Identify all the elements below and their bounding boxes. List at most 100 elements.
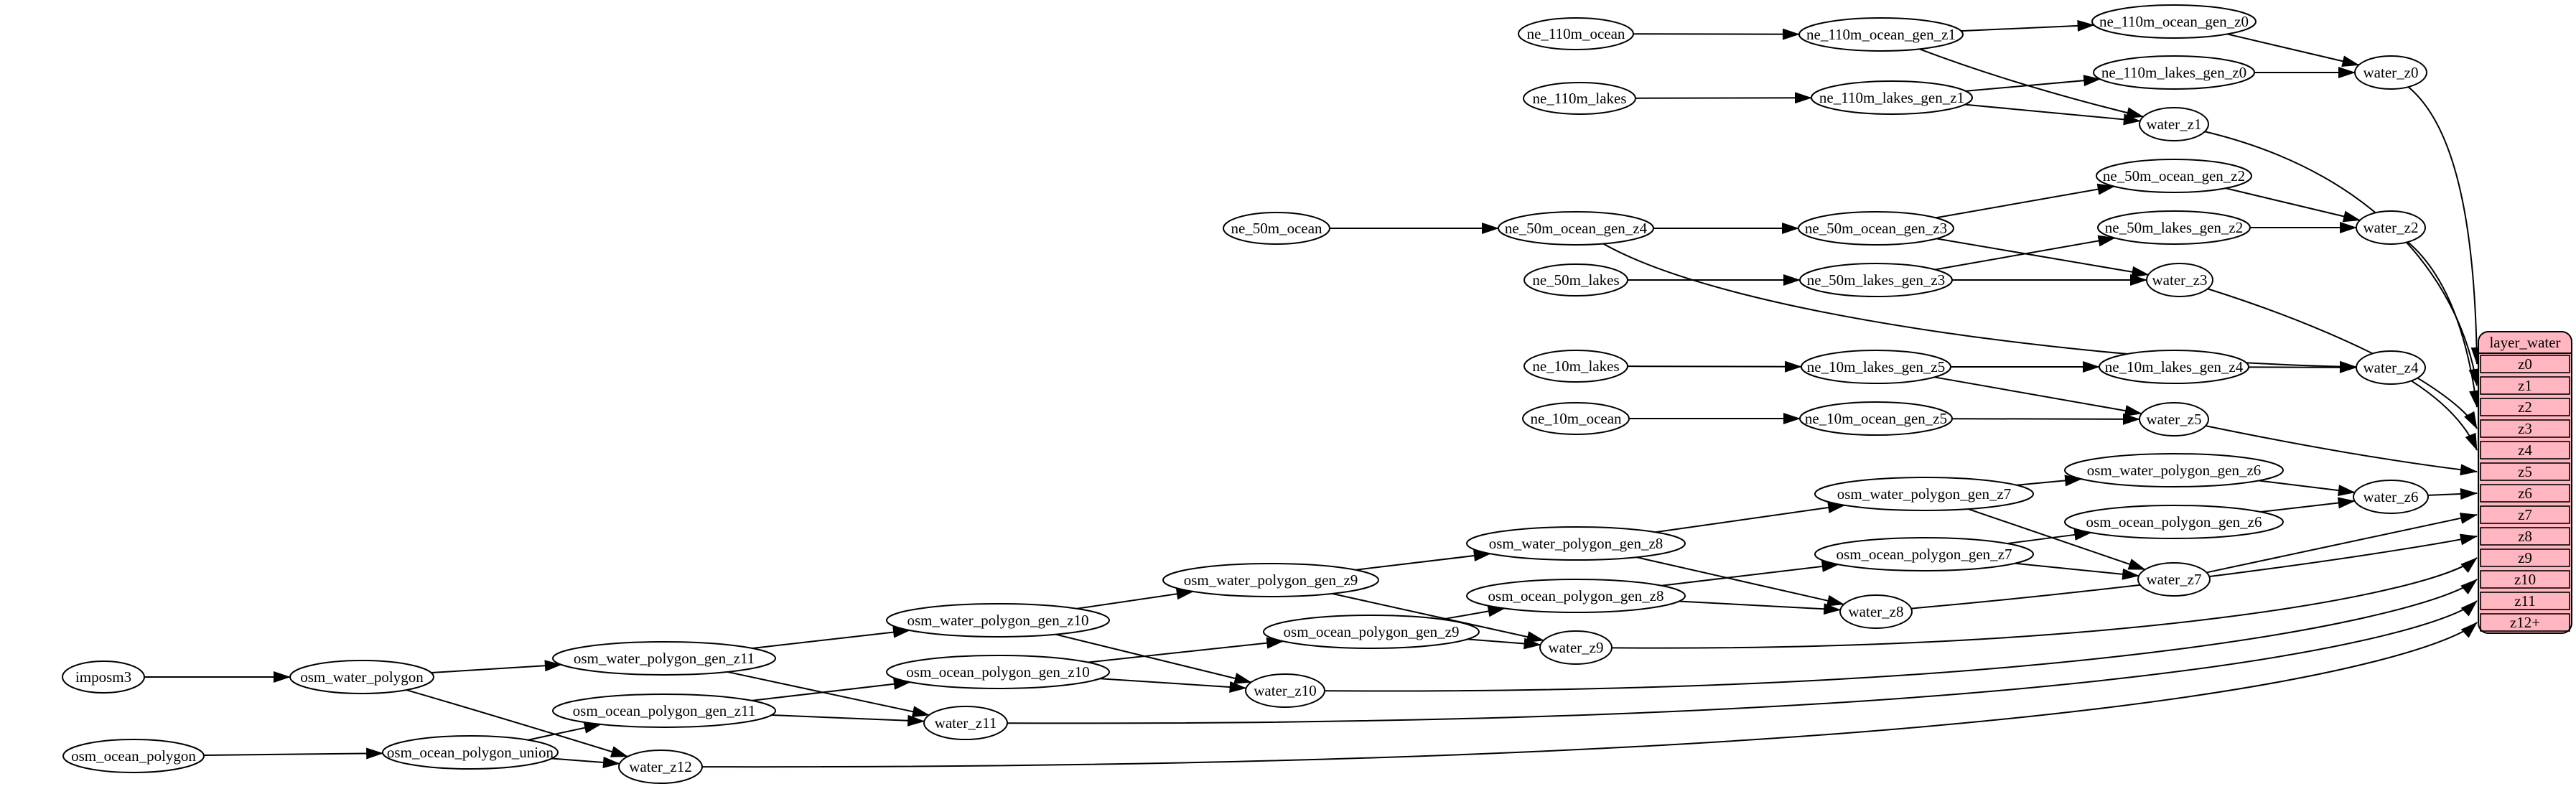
edge-osm_water_polygon_gen_z6-to-water_z6 bbox=[2259, 480, 2356, 497]
node-label-ne_10m_ocean_gen_z5: ne_10m_ocean_gen_z5 bbox=[1805, 410, 1947, 427]
node-ellipse-ne_110m_ocean_gen_z0 bbox=[2091, 4, 2257, 39]
edge-water_z0-to-layer-water-z0 bbox=[2407, 86, 2483, 365]
edge-osm_ocean_polygon-to-osm_ocean_polygon_union bbox=[203, 747, 384, 760]
edge-osm_water_polygon_gen_z9-to-osm_water_polygon_gen_z8 bbox=[1355, 550, 1491, 571]
node-label-osm_water_polygon_gen_z11: osm_water_polygon_gen_z11 bbox=[574, 650, 755, 667]
edge-osm_water_polygon_gen_z10-to-osm_water_polygon_gen_z9 bbox=[1076, 588, 1194, 610]
node-ne_50m_ocean_gen_z4: ne_50m_ocean_gen_z4 bbox=[1498, 211, 1654, 246]
node-ellipse-ne_50m_lakes_gen_z2 bbox=[2097, 210, 2251, 245]
edge-osm_water_polygon_gen_z11-to-osm_water_polygon_gen_z10 bbox=[752, 626, 911, 649]
node-ellipse-ne_50m_ocean bbox=[1223, 212, 1330, 245]
node-osm_ocean_polygon_gen_z9: osm_ocean_polygon_gen_z9 bbox=[1263, 615, 1480, 649]
node-ne_50m_lakes_gen_z3: ne_50m_lakes_gen_z3 bbox=[1799, 263, 1953, 297]
node-ne_50m_lakes: ne_50m_lakes bbox=[1523, 263, 1628, 297]
edge-water_z9-to-layer-water-z9 bbox=[1611, 557, 2478, 649]
edge-ne_110m_lakes_gen_z1-to-ne_110m_lakes_gen_z0 bbox=[1965, 75, 2101, 92]
edge-osm_water_polygon-to-osm_water_polygon_gen_z11 bbox=[431, 660, 562, 674]
edge-osm_ocean_polygon_gen_z11-to-water_z11 bbox=[771, 714, 925, 727]
node-label-water_z3: water_z3 bbox=[2152, 271, 2208, 289]
node-ne_50m_ocean_gen_z3: ne_50m_ocean_gen_z3 bbox=[1798, 211, 1954, 246]
node-ne_110m_lakes: ne_110m_lakes bbox=[1523, 82, 1636, 115]
node-ellipse-osm_ocean_polygon_gen_z8 bbox=[1466, 579, 1686, 613]
node-label-osm_ocean_polygon_gen_z10: osm_ocean_polygon_gen_z10 bbox=[906, 663, 1089, 681]
node-ellipse-osm_ocean_polygon_gen_z10 bbox=[886, 655, 1110, 689]
node-label-ne_50m_ocean_gen_z3: ne_50m_ocean_gen_z3 bbox=[1805, 220, 1947, 237]
node-ellipse-osm_ocean_polygon_gen_z6 bbox=[2064, 505, 2284, 539]
layer-water-row-label-z3: z3 bbox=[2518, 420, 2532, 437]
node-label-ne_10m_lakes: ne_10m_lakes bbox=[1532, 358, 1619, 375]
edge-osm_ocean_polygon_union-to-osm_ocean_polygon_gen_z11 bbox=[528, 722, 602, 741]
node-osm_water_polygon_gen_z9: osm_water_polygon_gen_z9 bbox=[1162, 563, 1379, 597]
node-ellipse-water_z1 bbox=[2139, 107, 2209, 141]
node-imposm3: imposm3 bbox=[62, 660, 145, 694]
node-label-water_z2: water_z2 bbox=[2363, 219, 2419, 236]
node-ellipse-ne_10m_ocean_gen_z5 bbox=[1799, 401, 1953, 436]
node-ellipse-osm_water_polygon_gen_z10 bbox=[886, 603, 1110, 638]
node-ellipse-ne_50m_ocean_gen_z3 bbox=[1798, 211, 1954, 246]
edge-ne_10m_lakes_gen_z5-to-water_z5 bbox=[1934, 376, 2142, 416]
edge-water_z3-to-layer-water-z3 bbox=[2207, 288, 2478, 429]
edge-osm_water_polygon_gen_z8-to-water_z8 bbox=[1636, 556, 1845, 607]
layer-water-row-label-z1: z1 bbox=[2518, 377, 2532, 394]
node-ellipse-water_z4 bbox=[2356, 350, 2426, 385]
node-ellipse-water_z3 bbox=[2146, 263, 2213, 297]
node-ellipse-water_z0 bbox=[2354, 55, 2427, 90]
layer-water-table-outline bbox=[2478, 331, 2572, 634]
node-osm_ocean_polygon_gen_z10: osm_ocean_polygon_gen_z10 bbox=[886, 655, 1110, 689]
node-label-water_z12: water_z12 bbox=[629, 758, 691, 775]
node-water_z10: water_z10 bbox=[1245, 673, 1325, 708]
node-ellipse-imposm3 bbox=[62, 660, 145, 694]
node-label-ne_10m_lakes_gen_z5: ne_10m_lakes_gen_z5 bbox=[1807, 358, 1945, 375]
node-osm_ocean_polygon_gen_z7: osm_ocean_polygon_gen_z7 bbox=[1814, 537, 2034, 571]
node-osm_water_polygon_gen_z7: osm_water_polygon_gen_z7 bbox=[1814, 477, 2034, 511]
node-ellipse-osm_ocean_polygon_gen_z11 bbox=[552, 694, 776, 728]
node-ne_10m_ocean: ne_10m_ocean bbox=[1522, 402, 1630, 435]
node-ellipse-ne_10m_lakes_gen_z4 bbox=[2099, 350, 2249, 384]
node-ellipse-ne_110m_ocean bbox=[1518, 17, 1634, 50]
node-osm_ocean_polygon: osm_ocean_polygon bbox=[62, 739, 205, 773]
node-label-ne_50m_lakes_gen_z3: ne_50m_lakes_gen_z3 bbox=[1807, 271, 1945, 289]
node-label-ne_50m_ocean_gen_z2: ne_50m_ocean_gen_z2 bbox=[2103, 167, 2245, 185]
node-ellipse-ne_50m_ocean_gen_z4 bbox=[1498, 211, 1654, 246]
edge-osm_water_polygon_gen_z7-to-osm_water_polygon_gen_z6 bbox=[2016, 475, 2083, 487]
edge-osm_water_polygon-to-water_z12 bbox=[406, 689, 629, 757]
node-ellipse-osm_water_polygon bbox=[289, 660, 434, 694]
layer-water-cell-z5 bbox=[2480, 462, 2570, 481]
node-label-osm_ocean_polygon_gen_z7: osm_ocean_polygon_gen_z7 bbox=[1837, 546, 2012, 563]
node-ellipse-osm_water_polygon_gen_z9 bbox=[1162, 563, 1379, 597]
node-label-osm_water_polygon_gen_z7: osm_water_polygon_gen_z7 bbox=[1837, 485, 2012, 503]
node-ellipse-osm_ocean_polygon bbox=[62, 739, 205, 773]
edge-water_z11-to-layer-water-z11 bbox=[1007, 600, 2478, 724]
node-ellipse-osm_ocean_polygon_gen_z9 bbox=[1263, 615, 1480, 649]
node-label-water_z4: water_z4 bbox=[2363, 359, 2419, 376]
layer-water-row-label-z7: z7 bbox=[2518, 506, 2532, 523]
node-label-water_z11: water_z11 bbox=[935, 714, 997, 732]
node-ne_110m_ocean_gen_z0: ne_110m_ocean_gen_z0 bbox=[2091, 4, 2257, 39]
node-ne_110m_lakes_gen_z1: ne_110m_lakes_gen_z1 bbox=[1811, 80, 1973, 115]
node-label-water_z1: water_z1 bbox=[2147, 116, 2202, 133]
node-ellipse-water_z9 bbox=[1539, 630, 1613, 665]
node-label-ne_110m_lakes: ne_110m_lakes bbox=[1532, 90, 1626, 107]
edge-water_z8-to-layer-water-z8 bbox=[1910, 533, 2478, 610]
node-label-water_z5: water_z5 bbox=[2147, 411, 2202, 428]
node-water_z1: water_z1 bbox=[2139, 107, 2209, 141]
node-ellipse-ne_10m_lakes_gen_z5 bbox=[1801, 350, 1951, 384]
edge-water_z4-to-layer-water-z4 bbox=[2411, 380, 2478, 451]
node-ellipse-osm_ocean_polygon_union bbox=[382, 735, 559, 770]
edge-osm_ocean_polygon_gen_z8-to-osm_ocean_polygon_gen_z7 bbox=[1661, 561, 1839, 587]
node-water_z2: water_z2 bbox=[2356, 210, 2426, 245]
node-water_z5: water_z5 bbox=[2139, 402, 2209, 436]
node-label-ne_50m_lakes: ne_50m_lakes bbox=[1532, 271, 1619, 289]
node-label-water_z0: water_z0 bbox=[2363, 64, 2419, 81]
node-label-ne_110m_lakes_gen_z0: ne_110m_lakes_gen_z0 bbox=[2101, 64, 2246, 81]
node-osm_ocean_polygon_union: osm_ocean_polygon_union bbox=[382, 735, 559, 770]
node-water_z12: water_z12 bbox=[618, 750, 703, 784]
node-label-water_z9: water_z9 bbox=[1549, 639, 1604, 656]
node-osm_water_polygon: osm_water_polygon bbox=[289, 660, 434, 694]
node-label-osm_water_polygon_gen_z6: osm_water_polygon_gen_z6 bbox=[2087, 462, 2262, 479]
edge-osm_ocean_polygon_gen_z9-to-osm_ocean_polygon_gen_z8 bbox=[1442, 605, 1506, 620]
node-label-ne_50m_lakes_gen_z2: ne_50m_lakes_gen_z2 bbox=[2105, 219, 2243, 236]
layer-water-cell-z11 bbox=[2480, 592, 2570, 610]
